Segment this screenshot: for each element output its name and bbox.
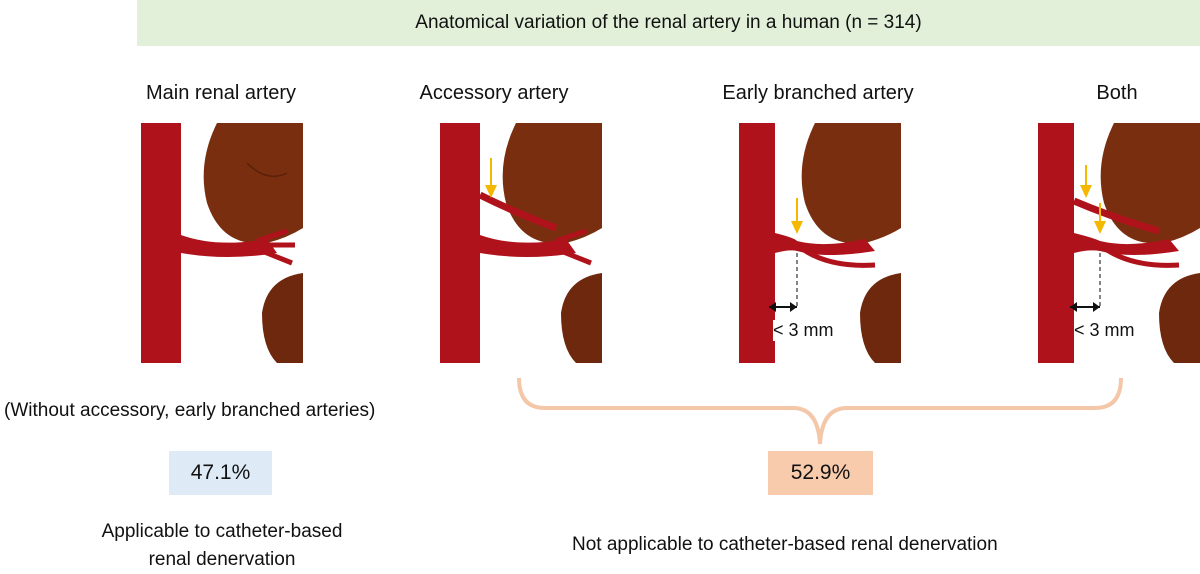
renal-artery bbox=[181, 235, 277, 257]
arrow-icon bbox=[791, 221, 803, 234]
kidney-lower bbox=[1159, 273, 1200, 363]
applicable-line-1: Applicable to catheter-based bbox=[101, 521, 343, 542]
aorta bbox=[141, 123, 181, 363]
not-applicable-percent: 52.9% bbox=[790, 461, 851, 484]
accessory-artery bbox=[1072, 197, 1160, 235]
label-both: Both bbox=[1096, 82, 1138, 104]
grouping-brace bbox=[517, 377, 1123, 445]
aorta bbox=[440, 123, 480, 363]
label-early-branched-artery: Early branched artery bbox=[722, 82, 914, 104]
applicable-line-2: renal denervation bbox=[148, 549, 296, 570]
renal-artery bbox=[480, 235, 576, 257]
arrow-icon bbox=[485, 185, 497, 198]
not-applicable-percent-box: 52.9% bbox=[768, 451, 873, 495]
measure-label: < 3 mm bbox=[1074, 320, 1135, 341]
kidney-upper bbox=[1100, 123, 1200, 244]
applicable-percent-box: 47.1% bbox=[169, 451, 272, 495]
panel-both: < 3 mm bbox=[1034, 123, 1200, 363]
kidney-lower bbox=[561, 273, 602, 363]
kidney-upper bbox=[801, 123, 901, 244]
applicable-percent: 47.1% bbox=[190, 461, 251, 484]
label-main-renal-artery: Main renal artery bbox=[145, 82, 297, 104]
not-applicable-text: Not applicable to catheter-based renal d… bbox=[572, 534, 998, 555]
page-title: Anatomical variation of the renal artery… bbox=[415, 12, 922, 33]
panel-early-branched-artery: < 3 mm bbox=[735, 123, 901, 363]
renal-artery bbox=[1074, 233, 1179, 255]
kidney-lower bbox=[262, 273, 303, 363]
aorta bbox=[739, 123, 775, 363]
kidney-lower bbox=[860, 273, 901, 363]
accessory-artery bbox=[478, 191, 558, 232]
kidney-upper bbox=[203, 123, 303, 244]
arrow-icon bbox=[1080, 185, 1092, 198]
without-accessory-note: (Without accessory, early branched arter… bbox=[4, 400, 376, 421]
title-banner: Anatomical variation of the renal artery… bbox=[137, 0, 1200, 46]
label-accessory-artery: Accessory artery bbox=[419, 82, 569, 104]
aorta bbox=[1038, 123, 1074, 363]
arrow-icon bbox=[1094, 221, 1106, 234]
applicable-text: Applicable to catheter-based renal dener… bbox=[72, 518, 372, 574]
measure-label: < 3 mm bbox=[773, 320, 834, 341]
panel-main-renal-artery bbox=[137, 123, 303, 363]
panel-accessory-artery bbox=[436, 123, 602, 363]
